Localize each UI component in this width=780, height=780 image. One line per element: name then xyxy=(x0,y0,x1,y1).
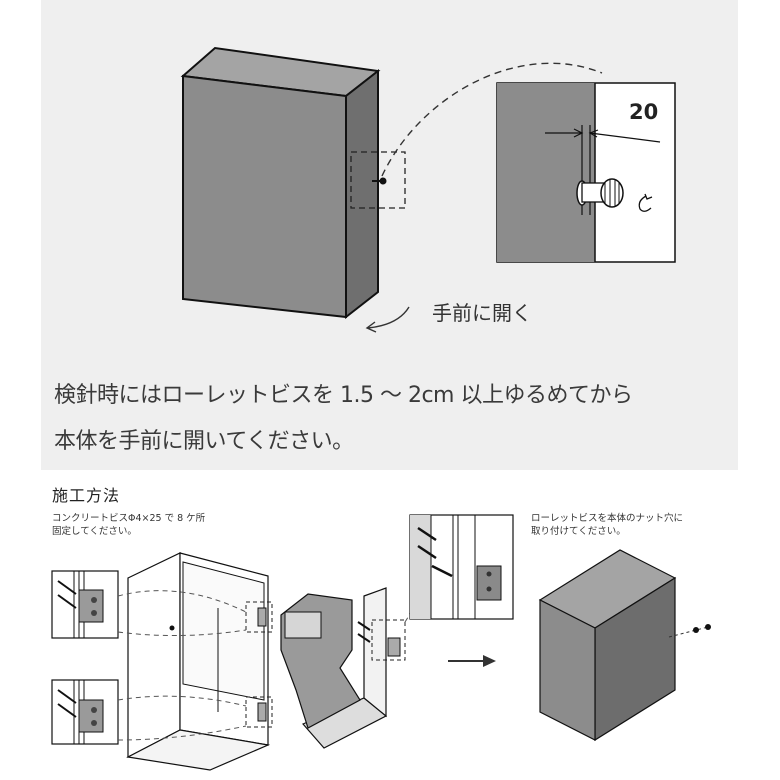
hinge-detail-upper-inset xyxy=(51,570,119,639)
install-note-left-line2: 固定してください。 xyxy=(52,526,137,537)
open-direction-arrow xyxy=(365,306,410,333)
mounting-plate-illustration xyxy=(280,579,415,749)
instruction-line-2: 本体を手前に開いてください。 xyxy=(54,429,354,454)
install-note-right-line2: 取り付けてください。 xyxy=(531,526,626,537)
closed-box-illustration xyxy=(538,549,711,742)
section-title: 施工方法 xyxy=(52,486,121,505)
install-note-right: ローレットビスを本体のナット穴に 取り付けてください。 xyxy=(531,512,683,538)
wall-anchor-detail-inset xyxy=(409,514,514,620)
knurled-screw-marker xyxy=(350,151,406,209)
zoom-dashed-arc xyxy=(381,62,603,177)
open-cabinet-illustration xyxy=(117,552,273,771)
open-direction-label: 手前に開く xyxy=(432,301,532,325)
zoom-detail-view xyxy=(496,82,676,263)
meter-box-illustration xyxy=(180,46,381,320)
hinge-detail-lower-inset xyxy=(51,679,119,745)
install-note-left-line1: コンクリートビスΦ4×25 で 8 ケ所 xyxy=(52,513,206,524)
install-note-left: コンクリートビスΦ4×25 で 8 ケ所 固定してください。 xyxy=(52,512,205,538)
dimension-label: 20 xyxy=(629,100,659,124)
instruction-line-1: 検針時にはローレットビスを 1.5 ～ 2cm 以上ゆるめてから xyxy=(54,383,633,408)
step-arrow xyxy=(448,655,496,667)
install-note-right-line1: ローレットビスを本体のナット穴に xyxy=(531,513,684,524)
